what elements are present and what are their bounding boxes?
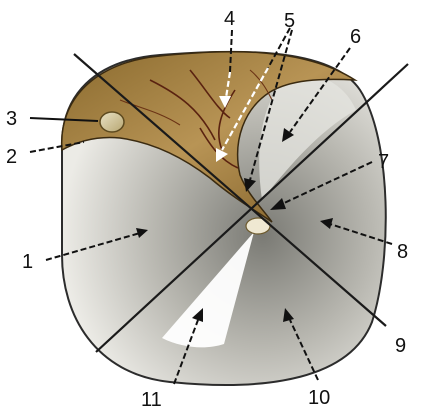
label-3: 3 (6, 108, 17, 130)
label-8: 8 (397, 241, 408, 263)
label-11: 11 (141, 389, 162, 408)
label-6: 6 (350, 26, 361, 48)
label-9: 9 (395, 335, 406, 357)
label-10: 10 (308, 387, 330, 408)
round-nodule (100, 112, 124, 132)
label-1: 1 (22, 251, 33, 273)
label-2: 2 (6, 146, 17, 168)
label-7: 7 (378, 151, 389, 173)
label-5: 5 (284, 10, 295, 32)
label-4: 4 (224, 8, 235, 30)
